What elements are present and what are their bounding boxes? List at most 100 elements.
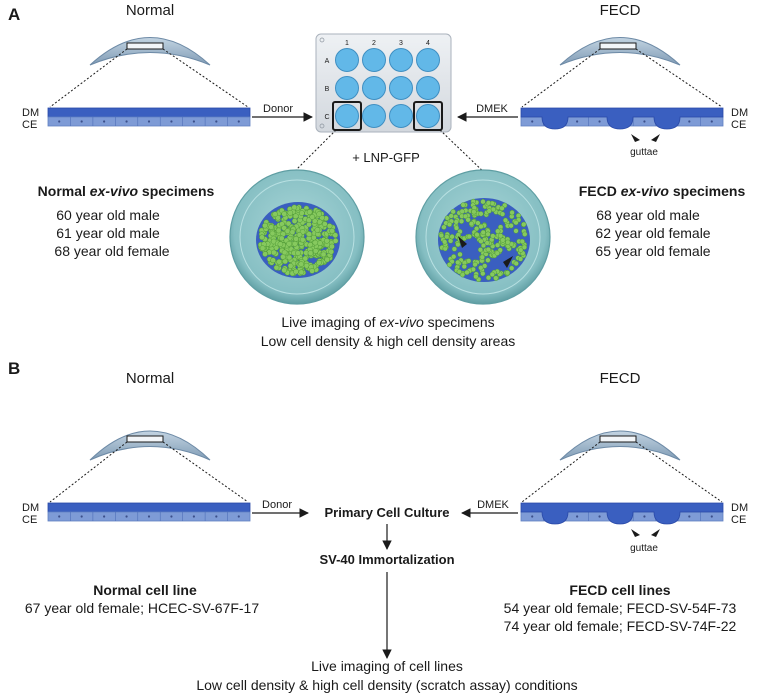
- endothelial-cell-nucleus: [58, 515, 61, 518]
- endothelial-cell-nucleus: [215, 515, 218, 518]
- plate-well: [389, 48, 413, 72]
- gfp-cell: [442, 239, 448, 245]
- panel-b-guttae-arrowhead-left: [631, 529, 640, 537]
- panel-a-treatment-label: + LNP-GFP: [352, 150, 420, 165]
- plate-well: [362, 76, 386, 100]
- panel-b-letter: B: [8, 359, 20, 378]
- gfp-cell: [312, 239, 319, 246]
- plate-well: [416, 104, 440, 128]
- panel-b-fecd-heading: FECD cell lines: [569, 582, 670, 598]
- plate-col-3: 3: [399, 40, 403, 47]
- endothelial-cell-nucleus: [103, 120, 106, 123]
- gfp-cell: [320, 251, 327, 258]
- gfp-cell: [472, 261, 478, 268]
- gfp-cell: [329, 228, 335, 234]
- gfp-cell: [480, 199, 486, 205]
- gfp-cell: [281, 267, 288, 274]
- gfp-cell: [268, 224, 275, 230]
- gfp-cell: [522, 231, 528, 237]
- panel-b-guttae-membrane: [520, 502, 724, 525]
- panel-a-dm-label-right: DM: [731, 107, 748, 119]
- gfp-cell: [455, 232, 461, 238]
- gfp-cell: [521, 221, 527, 228]
- gfp-cell: [497, 233, 504, 239]
- panel-b-normal-layer-strip: [47, 502, 251, 522]
- gfp-cell: [295, 250, 301, 256]
- endothelial-cell-nucleus: [125, 515, 128, 518]
- gfp-cell: [289, 229, 296, 236]
- endothelial-cell-nucleus: [80, 515, 83, 518]
- gfp-cell: [275, 227, 282, 234]
- panel-a-fecd-layer-strip: [520, 107, 724, 130]
- gfp-cell: [291, 218, 298, 224]
- gfp-cell: [519, 238, 525, 245]
- endothelial-cell-nucleus: [531, 120, 534, 123]
- gfp-cell: [281, 211, 288, 217]
- gfp-cell: [499, 211, 506, 217]
- gfp-cell: [314, 227, 321, 233]
- panel-a-letter: A: [8, 5, 20, 24]
- gfp-cell: [485, 231, 491, 237]
- fecd-dish-guttae-arrow-1: [458, 236, 467, 248]
- panel-b-fecd-line-2: 74 year old female; FECD-SV-74F-22: [504, 618, 737, 634]
- gfp-cell: [513, 228, 519, 234]
- endothelial-cell-nucleus: [170, 515, 173, 518]
- normal-specimen-3: 68 year old female: [54, 243, 169, 259]
- panel-a-normal-title: Normal: [126, 2, 174, 19]
- gfp-cell: [449, 234, 455, 240]
- gfp-cell: [298, 269, 305, 276]
- endothelial-cell-nucleus: [192, 515, 195, 518]
- gfp-cell: [286, 240, 292, 247]
- gfp-cell: [518, 247, 524, 253]
- gfp-cell: [326, 223, 333, 229]
- endothelial-cell-nucleus: [688, 515, 691, 518]
- gfp-cell: [457, 251, 463, 258]
- gfp-cell: [474, 232, 480, 238]
- gfp-cell: [299, 236, 306, 243]
- gfp-cell: [298, 261, 305, 267]
- gfp-cell: [453, 219, 459, 225]
- gfp-cell: [502, 217, 509, 223]
- gfp-cell: [451, 246, 458, 252]
- panel-b-dm-label-left: DM: [22, 502, 39, 514]
- gfp-cell: [446, 221, 453, 228]
- panel-b-primary-culture: Primary Cell Culture: [325, 505, 450, 520]
- gfp-cell: [446, 262, 453, 268]
- panel-a-guttae-arrowhead-right: [651, 134, 660, 142]
- gfp-cell: [270, 249, 277, 256]
- gfp-cell: [451, 254, 457, 260]
- endothelial-cell-nucleus: [147, 515, 151, 518]
- gfp-cell: [479, 254, 485, 260]
- gfp-cell: [307, 250, 314, 256]
- fecd-specimen-1: 68 year old male: [596, 207, 700, 223]
- gfp-cell: [309, 214, 316, 220]
- gfp-cell: [292, 240, 298, 247]
- endothelial-cell-nucleus: [237, 515, 240, 518]
- endothelial-cell-nucleus: [643, 515, 646, 518]
- endothelial-cell-nucleus: [598, 120, 601, 123]
- panel-a-well-plate: 1 2 3 4 A B C: [315, 33, 452, 133]
- gfp-cell: [494, 242, 501, 248]
- normal-specimen-2: 61 year old male: [56, 225, 160, 241]
- plate-well: [416, 48, 440, 72]
- plate-well: [335, 104, 359, 128]
- gfp-cell: [310, 234, 317, 241]
- panel-a-guttae-arrowhead-left: [631, 134, 640, 142]
- endothelial-cell-nucleus: [710, 515, 713, 518]
- panel-a-normal-dish: [229, 169, 365, 305]
- panel-a-caption-line1: Live imaging of ex-vivo specimens: [281, 314, 494, 330]
- endothelial-cell-nucleus: [170, 120, 173, 123]
- panel-b-normal-heading: Normal cell line: [93, 582, 197, 598]
- plate-well: [389, 76, 413, 100]
- gfp-cell: [450, 209, 456, 215]
- gfp-cell: [270, 257, 276, 264]
- gfp-cell: [500, 237, 506, 243]
- gfp-cell: [490, 233, 496, 239]
- plate-row-b: B: [325, 86, 330, 93]
- gfp-cell: [259, 245, 266, 252]
- panel-a-dm-label-left: DM: [22, 107, 39, 119]
- gfp-cell: [513, 260, 519, 267]
- gfp-cell: [480, 270, 486, 277]
- panel-b-guttae-label: guttae: [630, 543, 658, 554]
- gfp-cell: [281, 249, 288, 256]
